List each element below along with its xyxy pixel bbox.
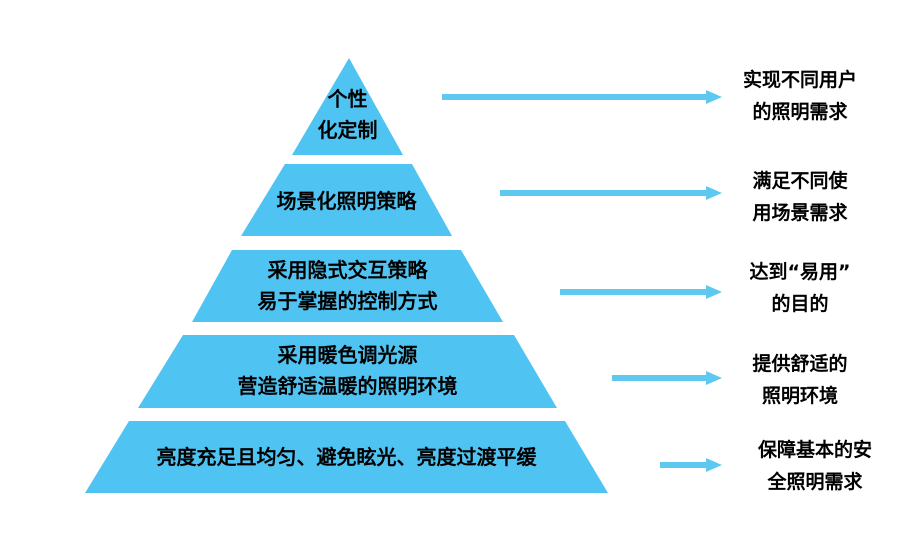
arrow-level-5 [660, 458, 722, 472]
result-1-label: 实现不同用户 的照明需求 [725, 64, 875, 128]
result-4-line-1: 提供舒适的 [752, 353, 848, 375]
result-1-line-1: 实现不同用户 [742, 69, 857, 91]
result-5-line-2: 全照明需求 [767, 471, 863, 493]
arrow-level-4 [612, 371, 722, 385]
arrow-level-3 [560, 285, 722, 299]
level-5-label: 亮度充足且均匀、避免眩光、亮度过渡平缓 [85, 442, 608, 473]
result-3-line-1: 达到“易用” [749, 261, 851, 283]
level-1-label: 个性 化定制 [292, 84, 403, 146]
pyramid-level-3-shape [192, 250, 503, 322]
result-3-line-2: 的目的 [771, 293, 829, 315]
level-4-line-1: 采用暖色调光源 [277, 343, 418, 367]
result-3-label: 达到“易用” 的目的 [725, 256, 875, 320]
level-3-line-2: 易于掌握的控制方式 [257, 289, 438, 313]
result-4-line-2: 照明环境 [761, 385, 838, 407]
level-2-label: 场景化照明策略 [241, 186, 452, 217]
level-2-line-1: 场景化照明策略 [276, 189, 417, 213]
result-2-label: 满足不同使 用场景需求 [725, 165, 875, 229]
result-5-line-1: 保障基本的安 [757, 439, 872, 461]
level-1-line-2: 化定制 [317, 118, 378, 142]
level-4-label: 采用暖色调光源 营造舒适温暖的照明环境 [138, 340, 557, 402]
arrow-level-2 [500, 186, 722, 200]
level-4-line-2: 营造舒适温暖的照明环境 [237, 374, 458, 398]
result-2-line-1: 满足不同使 [752, 170, 848, 192]
pyramid-level-2-shape [241, 164, 452, 236]
pyramid-level-1-shape [292, 58, 403, 155]
pyramid-level-4-shape [138, 335, 557, 408]
level-1-line-1: 个性 [327, 87, 368, 111]
result-2-line-2: 用场景需求 [752, 202, 848, 224]
pyramid-level-5-shape [85, 421, 608, 493]
level-3-line-1: 采用隐式交互策略 [267, 258, 428, 282]
level-3-label: 采用隐式交互策略 易于掌握的控制方式 [192, 255, 503, 317]
level-5-line-1: 亮度充足且均匀、避免眩光、亮度过渡平缓 [156, 445, 537, 469]
arrow-level-1 [442, 90, 722, 104]
result-5-label: 保障基本的安 全照明需求 [735, 434, 895, 498]
result-1-line-2: 的照明需求 [752, 101, 848, 123]
result-4-label: 提供舒适的 照明环境 [725, 348, 875, 412]
